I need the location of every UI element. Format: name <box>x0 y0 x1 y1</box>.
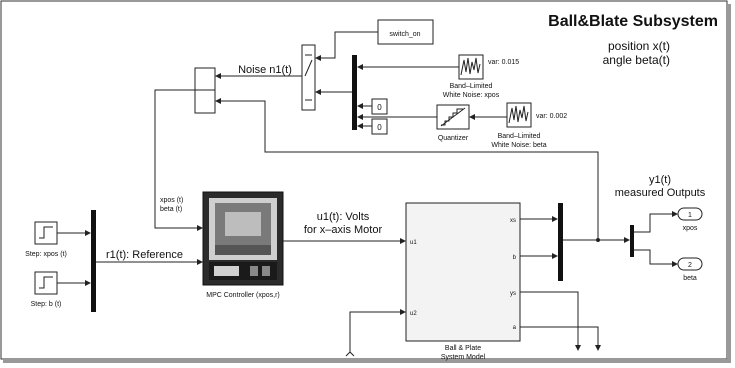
noise-bus <box>352 55 357 130</box>
output-mux <box>558 203 563 281</box>
reference-label: r1(t): Reference <box>106 249 183 261</box>
reference-mux <box>91 210 96 312</box>
plant-label-1: Ball & Plate <box>445 345 481 352</box>
plant-input-u2: u2 <box>410 311 417 317</box>
step-b-block[interactable] <box>35 272 57 294</box>
mpc-image-detail <box>225 212 261 236</box>
subtitle-angle: angle beta(t) <box>603 53 670 67</box>
outputs-label-1: y1(t) <box>649 174 671 186</box>
step-xpos-label: Step: xpos (t) <box>25 251 67 258</box>
constant-bottom-value: 0 <box>377 123 382 132</box>
noise-signal-label: Noise n1(t) <box>238 64 292 76</box>
step-xpos-block[interactable] <box>35 222 57 244</box>
frame-shadow <box>3 359 729 363</box>
noise-xpos-var: var: 0.015 <box>488 59 519 66</box>
noise-xpos-label-2: White Noise: xpos <box>443 92 500 99</box>
mpc-panel-button-2 <box>262 266 270 276</box>
mpc-panel-display <box>214 266 239 276</box>
ball-plate-plant-block[interactable] <box>406 203 520 341</box>
quantizer-label: Quantizer <box>438 135 469 142</box>
noise-beta-var: var: 0.002 <box>536 113 567 120</box>
constant-top-value: 0 <box>377 103 382 112</box>
outport-beta-name: beta <box>683 275 697 282</box>
mpc-image-base <box>215 245 271 255</box>
feedback-label-xpos: xpos (t) <box>160 197 183 204</box>
mpc-controller-label: MPC Controller (xpos,r) <box>206 292 280 299</box>
branch-point <box>596 238 600 242</box>
noise-beta-label-2: White Noise: beta <box>491 142 546 149</box>
step-b-label: Step: b (t) <box>31 301 62 308</box>
subsystem-title: Ball&Blate Subsystem <box>548 13 718 30</box>
subtitle-position: position x(t) <box>608 39 670 53</box>
outport-xpos-number: 1 <box>688 212 692 219</box>
switch-on-label: switch_on <box>389 31 420 38</box>
control-label-1: u1(t): Volts <box>317 211 370 223</box>
plant-output-xs: xs <box>510 218 516 224</box>
plant-label-2: System Model <box>441 354 486 361</box>
output-demux <box>630 225 634 257</box>
control-label-2: for x–axis Motor <box>304 224 383 236</box>
feedback-label-beta: beta (t) <box>160 206 182 213</box>
noise-beta-label-1: Band–Limited <box>498 133 541 140</box>
outputs-label-2: measured Outputs <box>615 187 706 199</box>
noise-xpos-label-1: Band–Limited <box>450 83 493 90</box>
frame-shadow-right <box>727 4 731 363</box>
plant-input-u1: u1 <box>410 240 417 246</box>
outport-xpos-name: xpos <box>683 225 698 232</box>
outport-beta-number: 2 <box>688 262 692 269</box>
mpc-panel-button-1 <box>250 266 258 276</box>
plant-output-ys: ys <box>510 291 516 297</box>
